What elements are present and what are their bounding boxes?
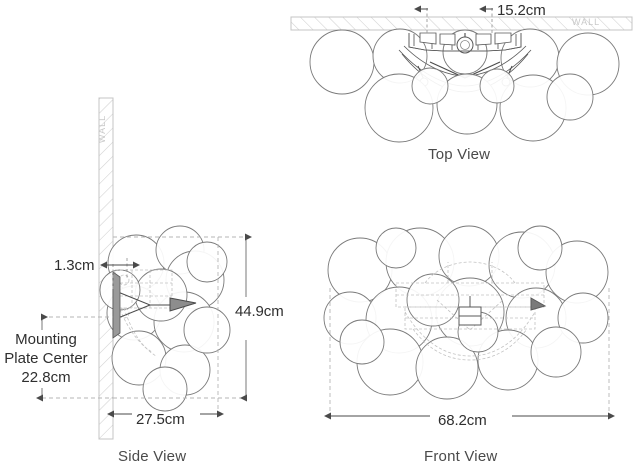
front-view-extent-box bbox=[329, 288, 610, 416]
dimension-label-depth-side: 27.5cm bbox=[136, 411, 185, 428]
top-view-dim-15-2 bbox=[414, 5, 493, 34]
mounting-label-line-3: 22.8cm bbox=[21, 369, 71, 386]
wall-label-top-view: WALL bbox=[572, 17, 601, 27]
side-view-dim-mounting-center bbox=[36, 313, 113, 402]
view-label-front: Front View bbox=[424, 448, 498, 465]
dimension-label-mounting-plate-center: Mounting Plate Center 22.8cm bbox=[0, 330, 92, 387]
view-label-top: Top View bbox=[428, 146, 491, 163]
front-view-globes bbox=[323, 225, 609, 400]
dimension-label-height: 44.9cm bbox=[235, 303, 284, 320]
side-view-mounting-bracket bbox=[112, 271, 197, 339]
side-view-extent-box bbox=[113, 236, 246, 410]
wall-label-side-view: WALL bbox=[97, 114, 108, 144]
dimension-label-depth: 15.2cm bbox=[497, 2, 546, 19]
top-view-group bbox=[290, 5, 633, 143]
front-view-center-hardware bbox=[458, 296, 547, 326]
front-view-group bbox=[323, 225, 615, 420]
top-view-globes-front bbox=[364, 67, 594, 143]
mounting-label-line-2: Plate Center bbox=[4, 350, 88, 367]
view-label-side: Side View bbox=[118, 448, 187, 465]
side-view-dim-1-3 bbox=[100, 258, 140, 290]
dimension-label-backplate-thickness: 1.3cm bbox=[54, 257, 95, 274]
side-view-globes bbox=[99, 225, 231, 412]
dimension-label-width: 68.2cm bbox=[438, 412, 487, 429]
side-view-group bbox=[36, 97, 252, 440]
mounting-label-line-1: Mounting bbox=[15, 331, 77, 348]
